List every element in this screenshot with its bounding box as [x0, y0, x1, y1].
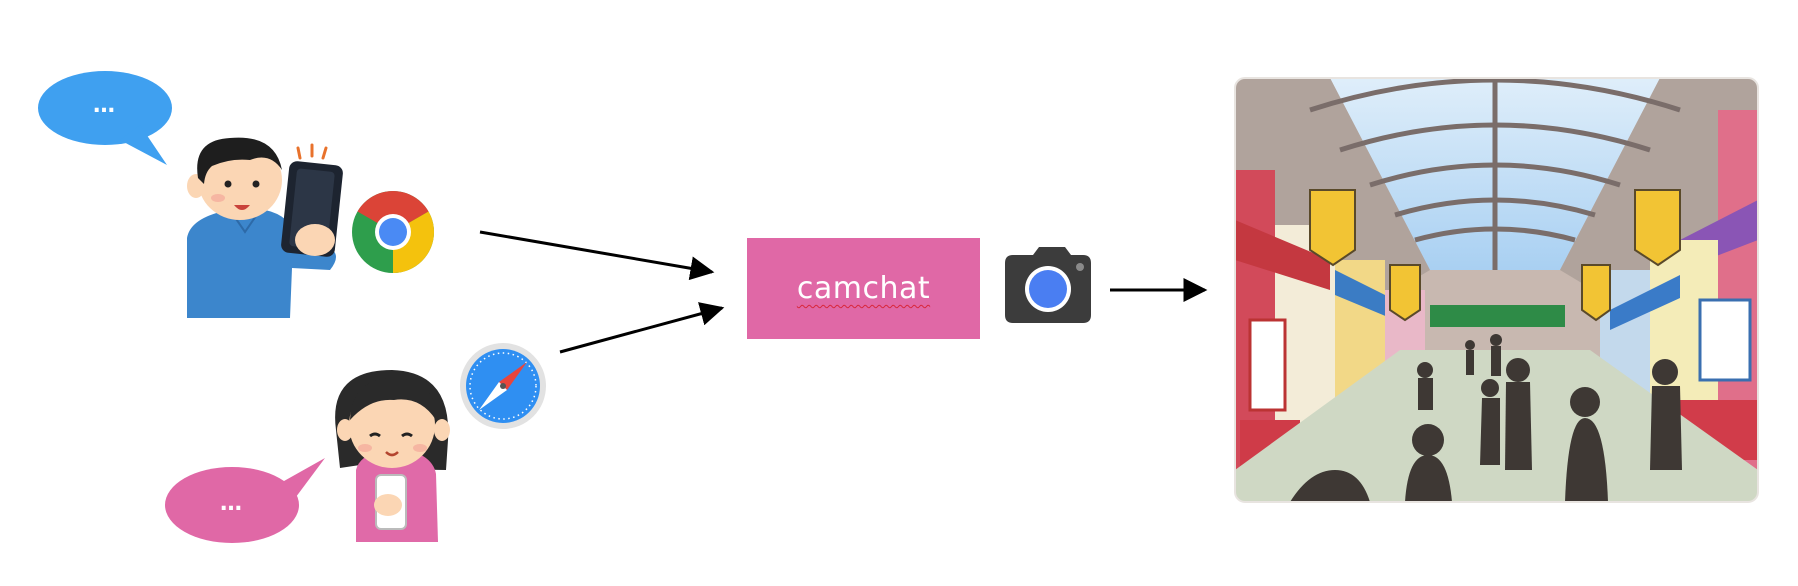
user2-speech-bubble: …	[165, 458, 325, 543]
camchat-service-box: camchat	[747, 238, 980, 339]
arrow-user1-to-camchat	[479, 230, 715, 281]
girl-with-phone-illustration	[335, 370, 450, 542]
user1-speech-bubble: …	[38, 71, 172, 165]
user2-bubble-text: …	[220, 491, 242, 516]
chrome-icon	[352, 191, 434, 273]
safari-icon	[460, 343, 546, 429]
boy-with-phone-illustration	[187, 137, 343, 318]
camchat-label: camchat	[796, 271, 931, 306]
camera-icon	[1005, 247, 1091, 323]
user1-bubble-text: …	[93, 93, 115, 118]
arrow-user2-to-camchat	[559, 302, 725, 354]
shopping-arcade-illustration	[1235, 78, 1758, 502]
